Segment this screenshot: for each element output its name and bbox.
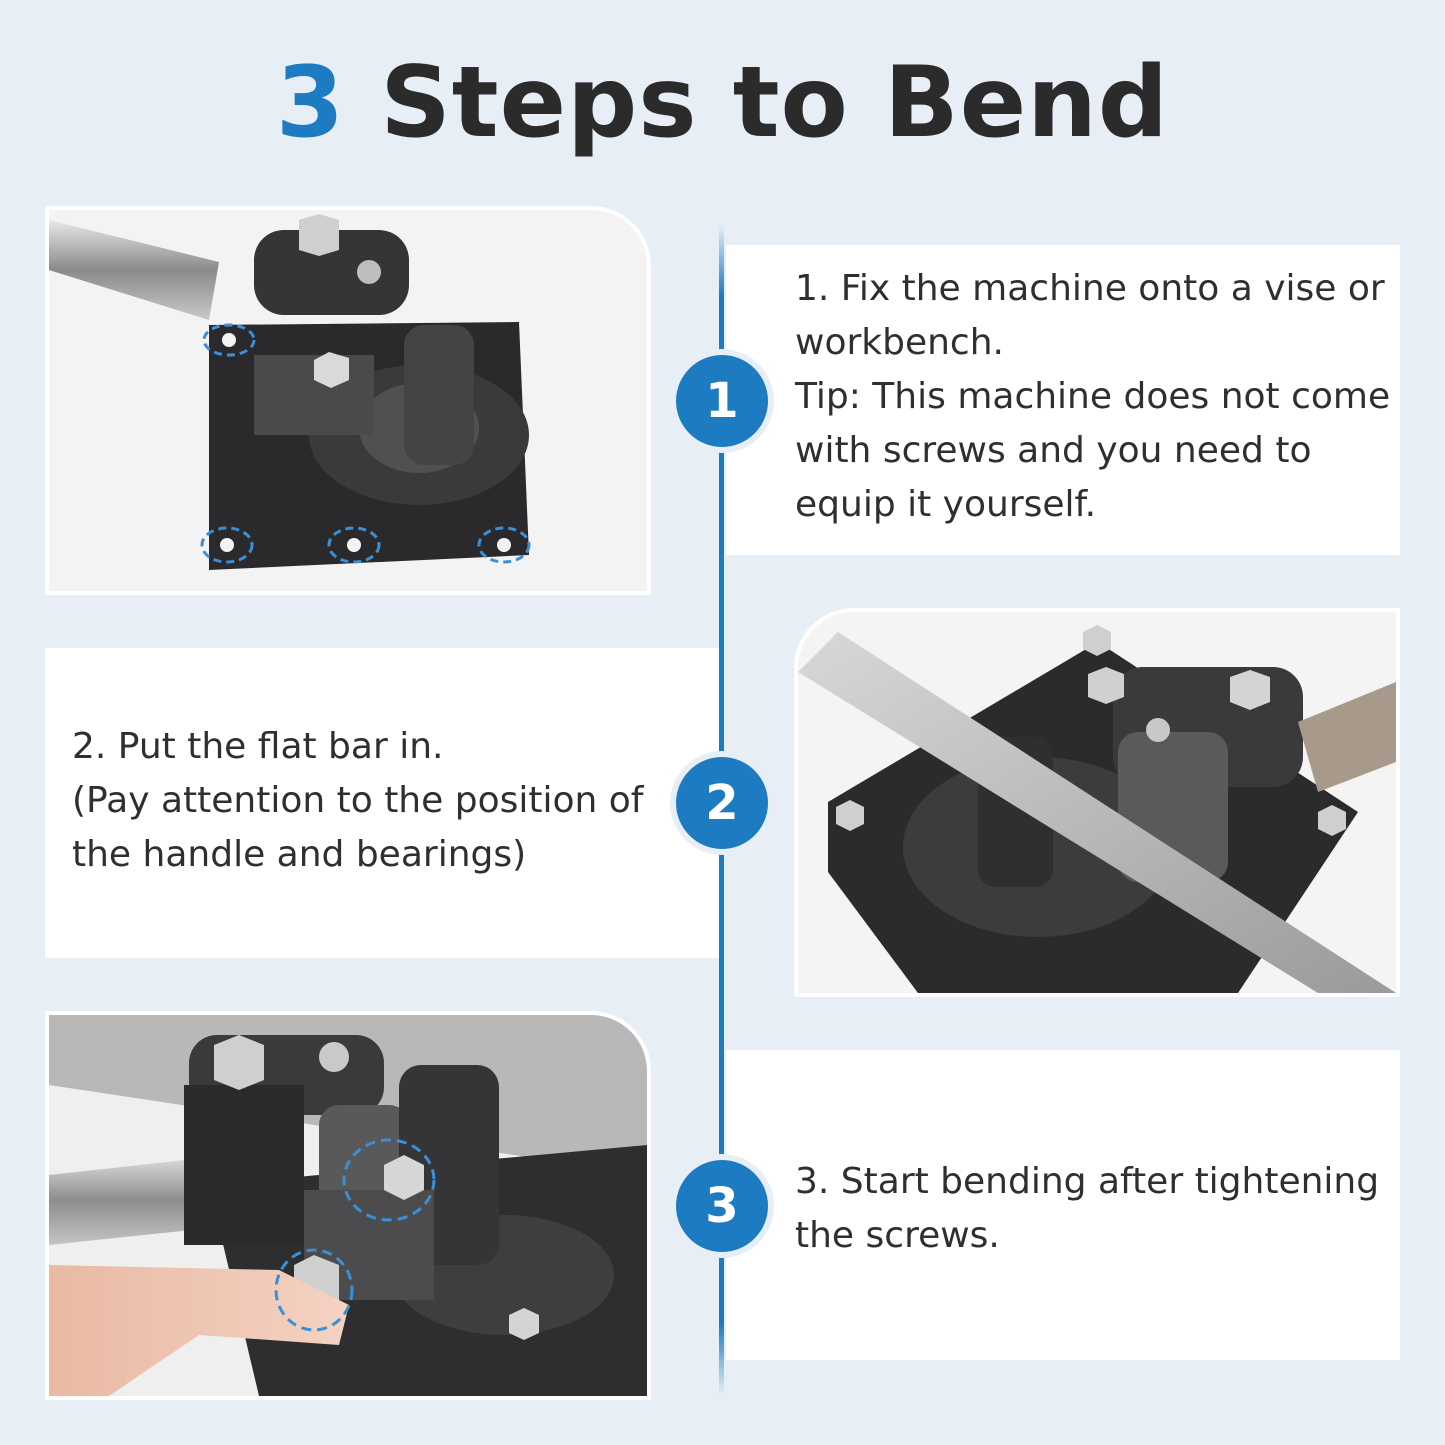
step-3-line: the screws.	[795, 1215, 1000, 1256]
step-1-line: workbench.	[795, 322, 1004, 363]
step-2-text-card	[45, 648, 719, 958]
title-text: Steps to Bend	[380, 46, 1170, 160]
step-1-line: 1. Fix the machine onto a vise or	[795, 268, 1385, 309]
title-number: 3	[275, 46, 346, 160]
step-3-line: 3. Start bending after tightening	[795, 1161, 1380, 1202]
bender-machine-illustration	[49, 210, 647, 591]
step-3-badge: 3	[676, 1160, 768, 1252]
step-2-line: (Pay attention to the position of	[72, 780, 644, 821]
step-2-photo	[794, 608, 1400, 997]
step-3-photo	[45, 1011, 651, 1400]
page-title: 3 Steps to Bend	[0, 48, 1445, 158]
step-1-text-card	[726, 245, 1400, 555]
step-3-text-card	[726, 1050, 1400, 1360]
step-1-photo	[45, 206, 651, 595]
step-1-badge: 1	[676, 355, 768, 447]
step-1-line: equip it yourself.	[795, 484, 1097, 525]
step-2-badge: 2	[676, 757, 768, 849]
step-2-line: the handle and bearings)	[72, 834, 527, 875]
bender-machine-illustration	[798, 612, 1396, 993]
step-1-text: 1. Fix the machine onto a vise or workbe…	[795, 262, 1395, 532]
step-2-line: 2. Put the flat bar in.	[72, 726, 444, 767]
step-3-text: 3. Start bending after tightening the sc…	[795, 1155, 1395, 1263]
step-1-line: with screws and you need to	[795, 430, 1312, 471]
step-1-line: Tip: This machine does not come	[795, 376, 1391, 417]
step-2-text: 2. Put the flat bar in. (Pay attention t…	[72, 720, 692, 882]
bender-machine-illustration	[49, 1015, 647, 1396]
